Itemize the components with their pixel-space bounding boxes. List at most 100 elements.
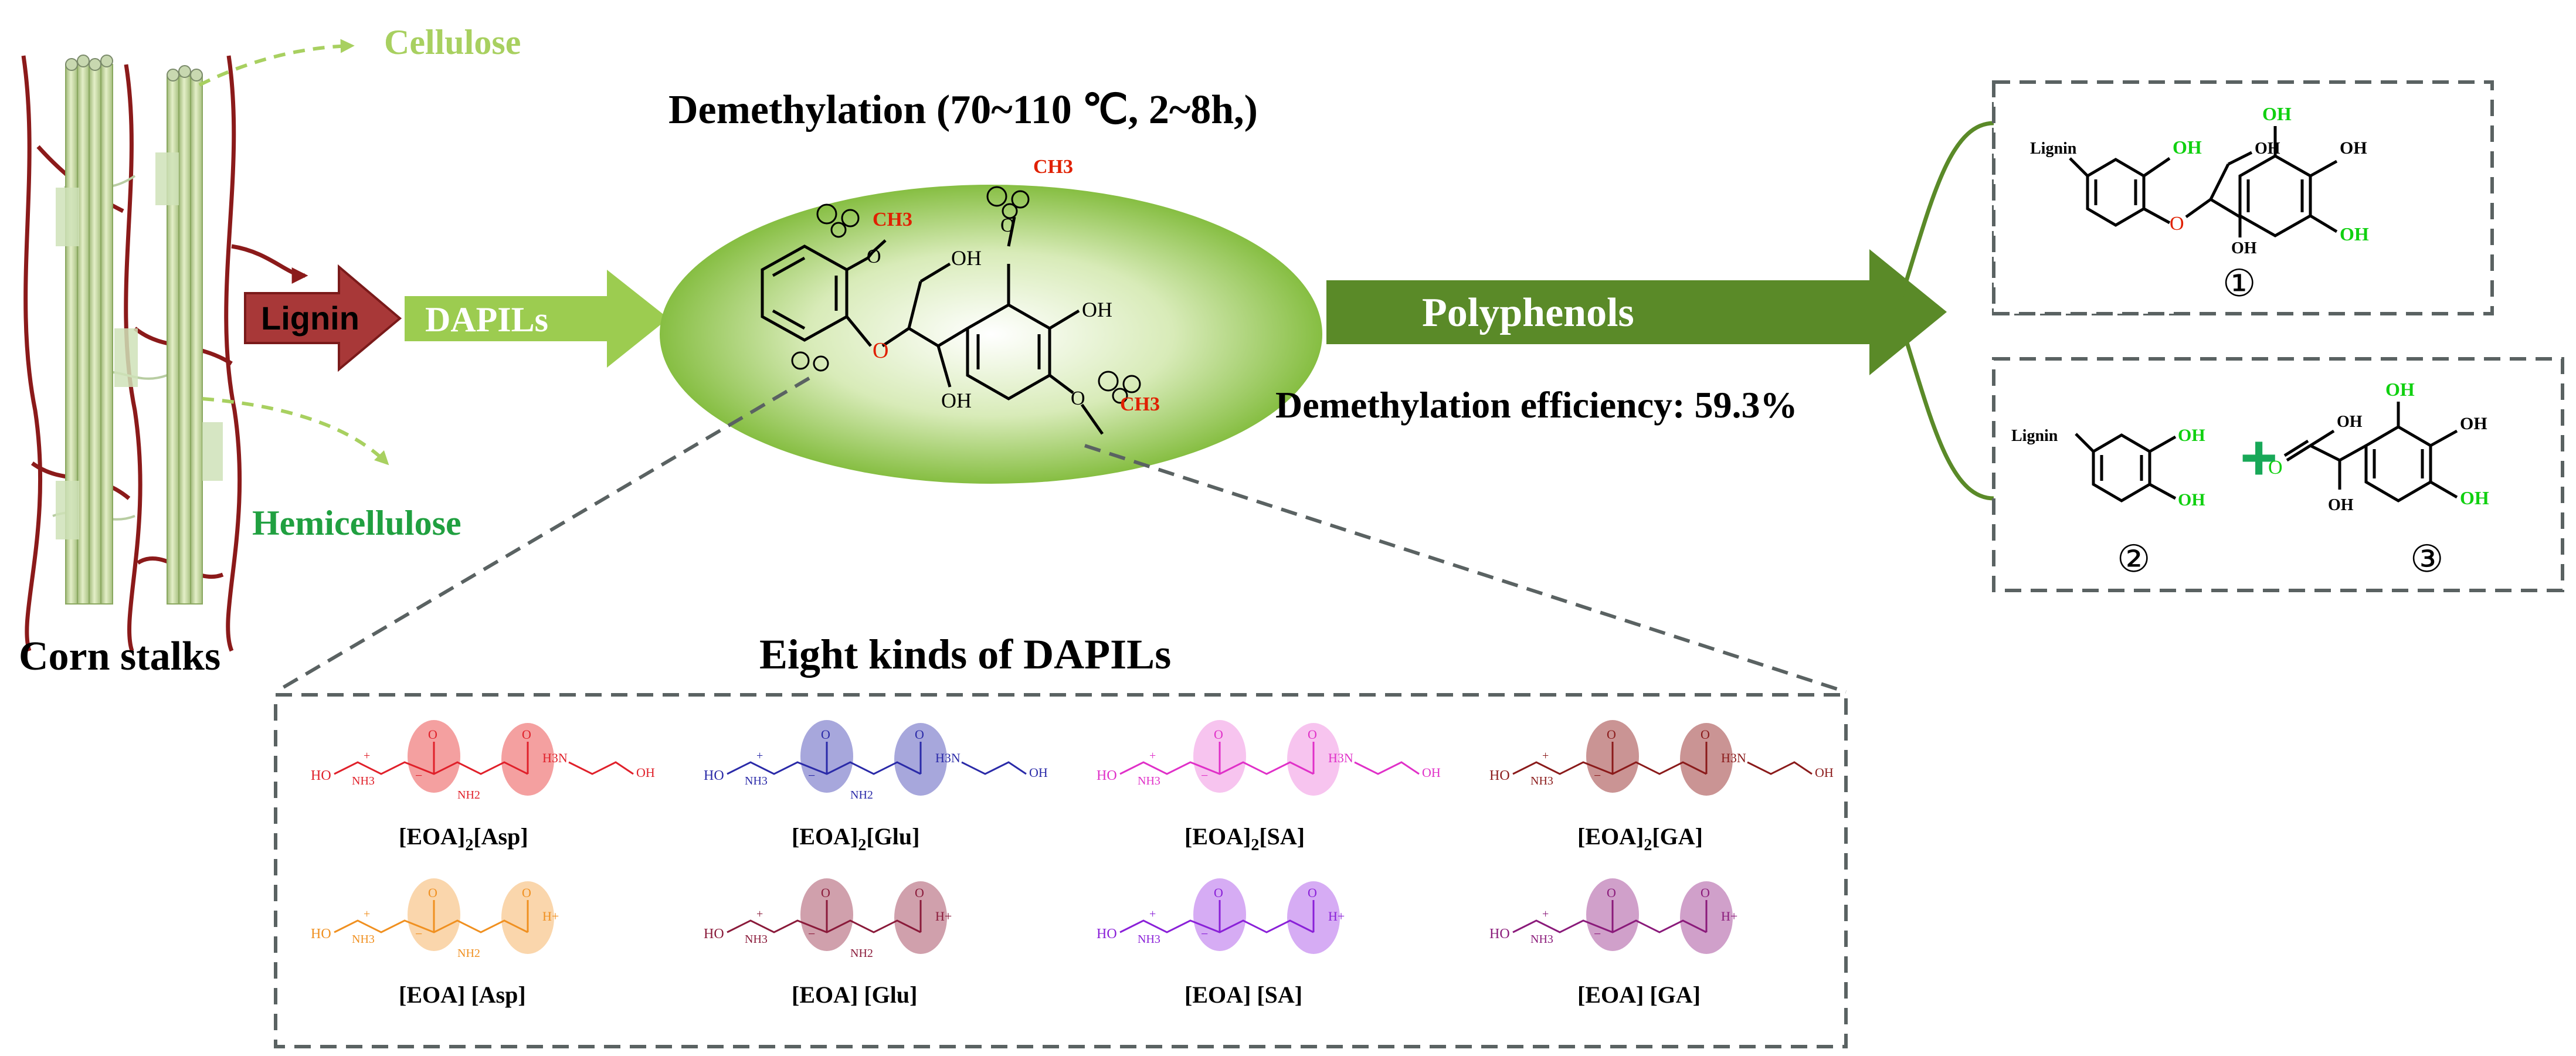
product-3-oh-chain: OH [2337, 413, 2363, 431]
carboxylate-charge: − [808, 768, 815, 783]
dapil-ho: HO [311, 768, 331, 783]
dapil-name: [EOA] [Glu] [792, 982, 917, 1008]
dapil-hplus: H+ [935, 909, 952, 923]
ch3-left: CH3 [873, 209, 912, 230]
product-1-oh-b: OH [2340, 138, 2367, 158]
carbonyl-o: O [428, 885, 437, 900]
dapil-plus: + [364, 749, 370, 762]
dapil-name: [EOA] [SA] [1185, 982, 1302, 1008]
dapil-name: [EOA]2[GA] [1577, 823, 1703, 854]
corn-stalks-label: Corn stalks [19, 634, 220, 679]
carbonyl-o: O [1607, 885, 1616, 900]
carbonyl-o: O [821, 885, 830, 900]
dapil-nh2: NH2 [850, 789, 873, 802]
oh-chain-top: OH [951, 246, 982, 270]
dapils-arrow: DAPILs [405, 270, 668, 368]
product-1-oh-ring: OH [2173, 137, 2202, 158]
dapils-panel [274, 693, 1848, 1048]
dapil-oh: OH [1029, 765, 1048, 780]
o-ring-left: O [867, 246, 881, 267]
dapil-nh3: NH3 [1138, 775, 1160, 787]
hemicellulose-sheets [56, 152, 223, 539]
product-1-oh-chain-top: OH [2255, 140, 2280, 158]
cellulose-pointer-arrow [198, 39, 355, 87]
dapil-hplus: H+ [1721, 909, 1737, 923]
lignin-arrow-label: Lignin [261, 300, 359, 337]
product-3-o-keto: O [2268, 457, 2283, 478]
dapil-nh3: NH3 [1530, 775, 1553, 787]
dapil-nh3: NH3 [352, 933, 375, 946]
dapil-plus: + [756, 908, 763, 921]
demethylation-title: Demethylation (70~110 ℃, 2~8h,) [668, 87, 1258, 133]
carboxylate-charge: − [1201, 926, 1208, 941]
carboxylate-charge: − [1594, 926, 1601, 941]
product-3-oh-a: OH [2385, 379, 2415, 400]
product-23-box [1992, 357, 2564, 592]
carbonyl-o: O [428, 727, 437, 742]
methyl-swirl-marks [791, 186, 1141, 404]
dapil-ho: HO [704, 768, 724, 783]
dapil-h3n: H3N [542, 751, 568, 765]
carboxylate-charge: − [415, 768, 422, 783]
carbonyl-o: O [522, 885, 531, 900]
dapil-name: [EOA]2[SA] [1185, 823, 1305, 854]
carbonyl-o: O [522, 727, 531, 742]
o-chain: O [873, 338, 888, 363]
dapil-h3n: H3N [935, 751, 961, 765]
dapil-oh: OH [636, 765, 655, 780]
polyphenols-arrow-label: Polyphenols [1422, 290, 1634, 335]
dapil-name: [EOA]2[Glu] [792, 823, 919, 854]
cellulose-bundle-left [65, 55, 113, 605]
dapil-hplus: H+ [542, 909, 559, 923]
corn-stalk-illustration [21, 39, 389, 652]
carbonyl-o: O [1308, 885, 1317, 900]
hemicellulose-label: Hemicellulose [252, 504, 461, 542]
dapil-oh: OH [1422, 765, 1441, 780]
carbonyl-o: O [1701, 727, 1710, 742]
dapil-name: [EOA] [GA] [1577, 982, 1701, 1008]
carbonyl-o: O [915, 885, 924, 900]
carbonyl-o: O [1607, 727, 1616, 742]
product-plus-sign: + [2240, 422, 2278, 494]
product-3-oh-bottom: OH [2328, 496, 2354, 514]
product-2-number: ② [2117, 538, 2150, 581]
dapil-h3n: H3N [1328, 751, 1353, 765]
product-2-lignin: Lignin [2011, 427, 2058, 445]
ch3-top: CH3 [1033, 156, 1073, 178]
cellulose-label: Cellulose [384, 23, 521, 62]
carboxylate-charge: − [415, 926, 422, 941]
dapil-chain-2 [1354, 761, 1420, 775]
lignin-model-molecule [761, 216, 1104, 435]
oh-ring-right: OH [1082, 298, 1112, 321]
dapil-nh3: NH3 [352, 775, 375, 787]
dapil-plus: + [364, 908, 370, 921]
product-1-lignin: Lignin [2030, 140, 2077, 158]
dapil-plus: + [1542, 749, 1549, 762]
product-1-oh-a: OH [2262, 103, 2292, 124]
dapil-ho: HO [704, 926, 724, 942]
product-2-oh-b: OH [2178, 490, 2205, 510]
dapil-nh3: NH3 [1138, 933, 1160, 946]
eight-kinds-title: Eight kinds of DAPILs [759, 631, 1171, 678]
dapil-ho: HO [1097, 768, 1117, 783]
carbonyl-o: O [1308, 727, 1317, 742]
product-2-structure [2075, 433, 2177, 502]
dapils-arrow-label: DAPILs [425, 300, 548, 339]
reaction-ellipse [660, 185, 1322, 484]
dapil-nh2: NH2 [457, 947, 480, 960]
ch3-bottom: CH3 [1120, 393, 1160, 415]
zoom-line-right [1084, 444, 1847, 694]
carbonyl-o: O [1701, 885, 1710, 900]
product-3-oh-b: OH [2460, 414, 2487, 433]
dapil-chain-2 [568, 761, 634, 775]
dapil-nh2: NH2 [457, 789, 480, 802]
